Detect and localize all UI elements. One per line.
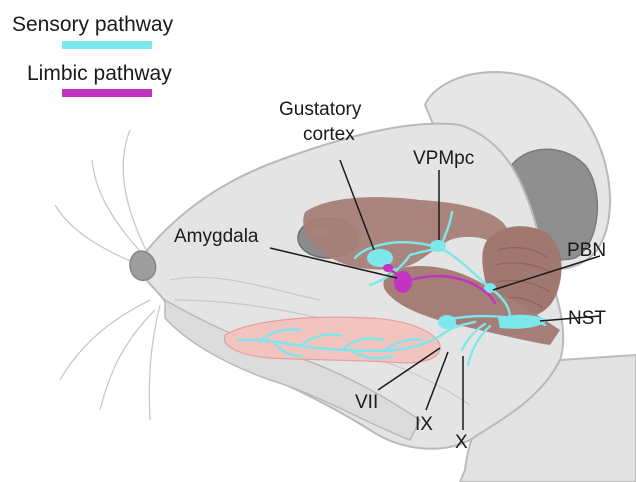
amygdala-label: Amygdala [174,226,259,247]
vii-label: VII [355,392,378,413]
ix-label: IX [415,414,433,435]
vpmpc-label: VPMpc [413,148,474,169]
x-label: X [455,432,468,453]
legend-sensory-label: Sensory pathway [12,13,174,36]
gustatory-cortex-label-line2: cortex [303,124,355,145]
legend-sensory-swatch [62,41,152,49]
ganglion-node [438,315,456,329]
legend-limbic-swatch [62,89,152,97]
amygdala-node [394,271,412,293]
gustatory-cortex-label-line1: Gustatory [279,99,362,120]
pbn-label: PBN [567,240,606,261]
limbic-relay-node [383,264,393,272]
nst-label: NST [568,308,606,329]
legend-limbic-label: Limbic pathway [27,62,172,85]
legend: Sensory pathway Limbic pathway [12,13,174,97]
vpmpc-node [430,240,446,252]
